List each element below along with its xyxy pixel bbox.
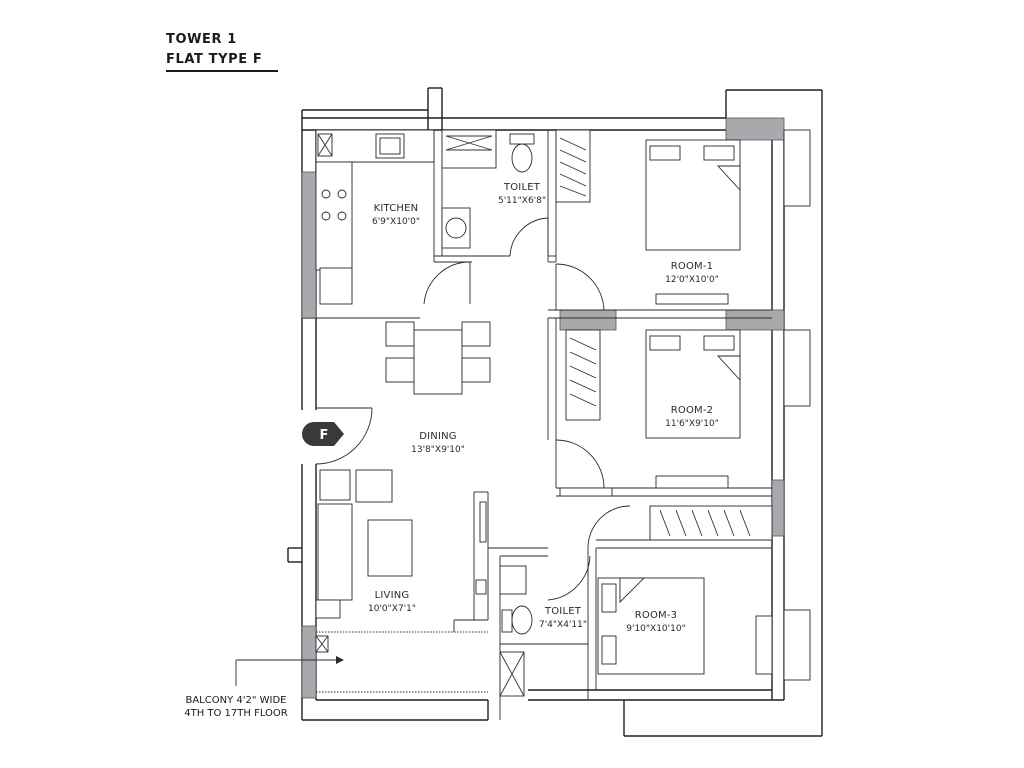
toilet-2-fixtures [499, 565, 533, 697]
living-furniture [315, 469, 487, 653]
kitchen-name: KITCHEN [374, 203, 419, 214]
toilet-2-name: TOILET [544, 606, 582, 617]
outer-walls [287, 87, 823, 737]
dining-furniture [385, 321, 491, 395]
room-2-furniture [559, 329, 741, 497]
balcony-note-line-2: 4TH TO 17TH FLOOR [184, 708, 288, 719]
toilet-1-fixtures [441, 129, 535, 249]
room-2-name: ROOM-2 [671, 405, 714, 416]
room-1-furniture [555, 129, 741, 305]
toilet-1-size: 5'11"X6'8" [498, 196, 546, 206]
room-labels: KITCHEN 6'9"X10'0" TOILET 5'11"X6'8" ROO… [368, 182, 719, 634]
room-3-size: 9'10"X10'10" [626, 624, 685, 634]
living-size: 10'0"X7'1" [368, 604, 416, 614]
structural-columns [301, 117, 785, 699]
flat-type-title: FLAT TYPE F [166, 52, 263, 67]
room-2-size: 11'6"X9'10" [665, 419, 719, 429]
room-3-name: ROOM-3 [635, 610, 678, 621]
balcony-note-line-1: BALCONY 4'2" WIDE [185, 695, 287, 706]
title-underline [166, 70, 278, 72]
dining-size: 13'8"X9'10" [411, 445, 465, 455]
kitchen-fixtures [315, 129, 435, 305]
room-1-name: ROOM-1 [671, 261, 714, 272]
doors [315, 217, 631, 601]
room-1-size: 12'0"X10'0" [665, 275, 719, 285]
dining-name: DINING [419, 431, 457, 442]
balcony-pointer [235, 656, 344, 686]
balcony-note: BALCONY 4'2" WIDE 4TH TO 17TH FLOOR [160, 694, 312, 720]
marker-letter: F [320, 428, 329, 443]
living-name: LIVING [375, 590, 410, 601]
entrance-marker: F [302, 422, 344, 446]
railings [783, 129, 811, 681]
toilet-2-size: 7'4"X4'11" [539, 620, 587, 630]
room-3-furniture [597, 505, 773, 675]
kitchen-size: 6'9"X10'0" [372, 217, 420, 227]
toilet-1-name: TOILET [503, 182, 541, 193]
tower-title: TOWER 1 [166, 32, 237, 47]
